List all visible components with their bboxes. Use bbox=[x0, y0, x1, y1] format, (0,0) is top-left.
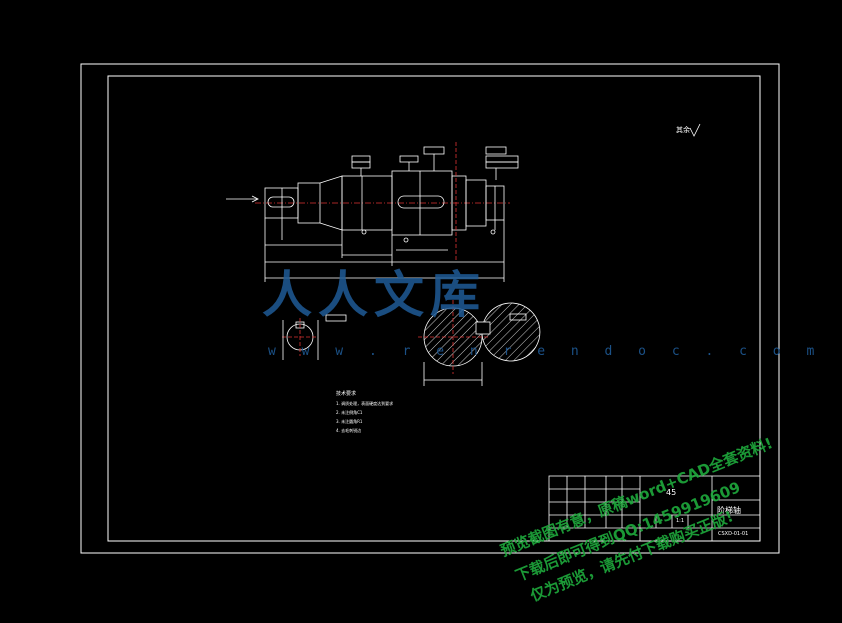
title-block-material: 45 bbox=[666, 488, 677, 497]
title-block-part-name: 阶梯轴 bbox=[717, 506, 741, 515]
title-block-scale: 1:1 bbox=[676, 518, 685, 524]
tech-item: 1. 调质处理，表面硬度达到要求 bbox=[336, 401, 394, 406]
section-view-small bbox=[282, 314, 347, 360]
shaft-main-view bbox=[226, 142, 519, 282]
section-view-large bbox=[418, 300, 541, 386]
title-block bbox=[548, 475, 761, 542]
tech-item: 4. 去毛刺锐边 bbox=[336, 428, 362, 433]
technical-requirements: 技术要求 1. 调质处理，表面硬度达到要求 2. 未注倒角C1 3. 未注圆角R… bbox=[336, 390, 393, 435]
title-block-drawing-no: CSXD-01-01 bbox=[718, 531, 749, 537]
tech-title: 技术要求 bbox=[336, 391, 357, 397]
watermark-logo-text: 人人文库 bbox=[262, 265, 486, 324]
roughness-symbol bbox=[689, 123, 701, 137]
tech-item: 3. 未注圆角R1 bbox=[336, 419, 363, 424]
tech-item: 2. 未注倒角C1 bbox=[336, 410, 363, 415]
roughness-note: 其余 bbox=[676, 126, 690, 134]
inner-border bbox=[107, 75, 761, 542]
outer-border bbox=[80, 63, 780, 554]
watermark-url: w w w . r e n r e n d o c . c o m bbox=[268, 344, 824, 359]
